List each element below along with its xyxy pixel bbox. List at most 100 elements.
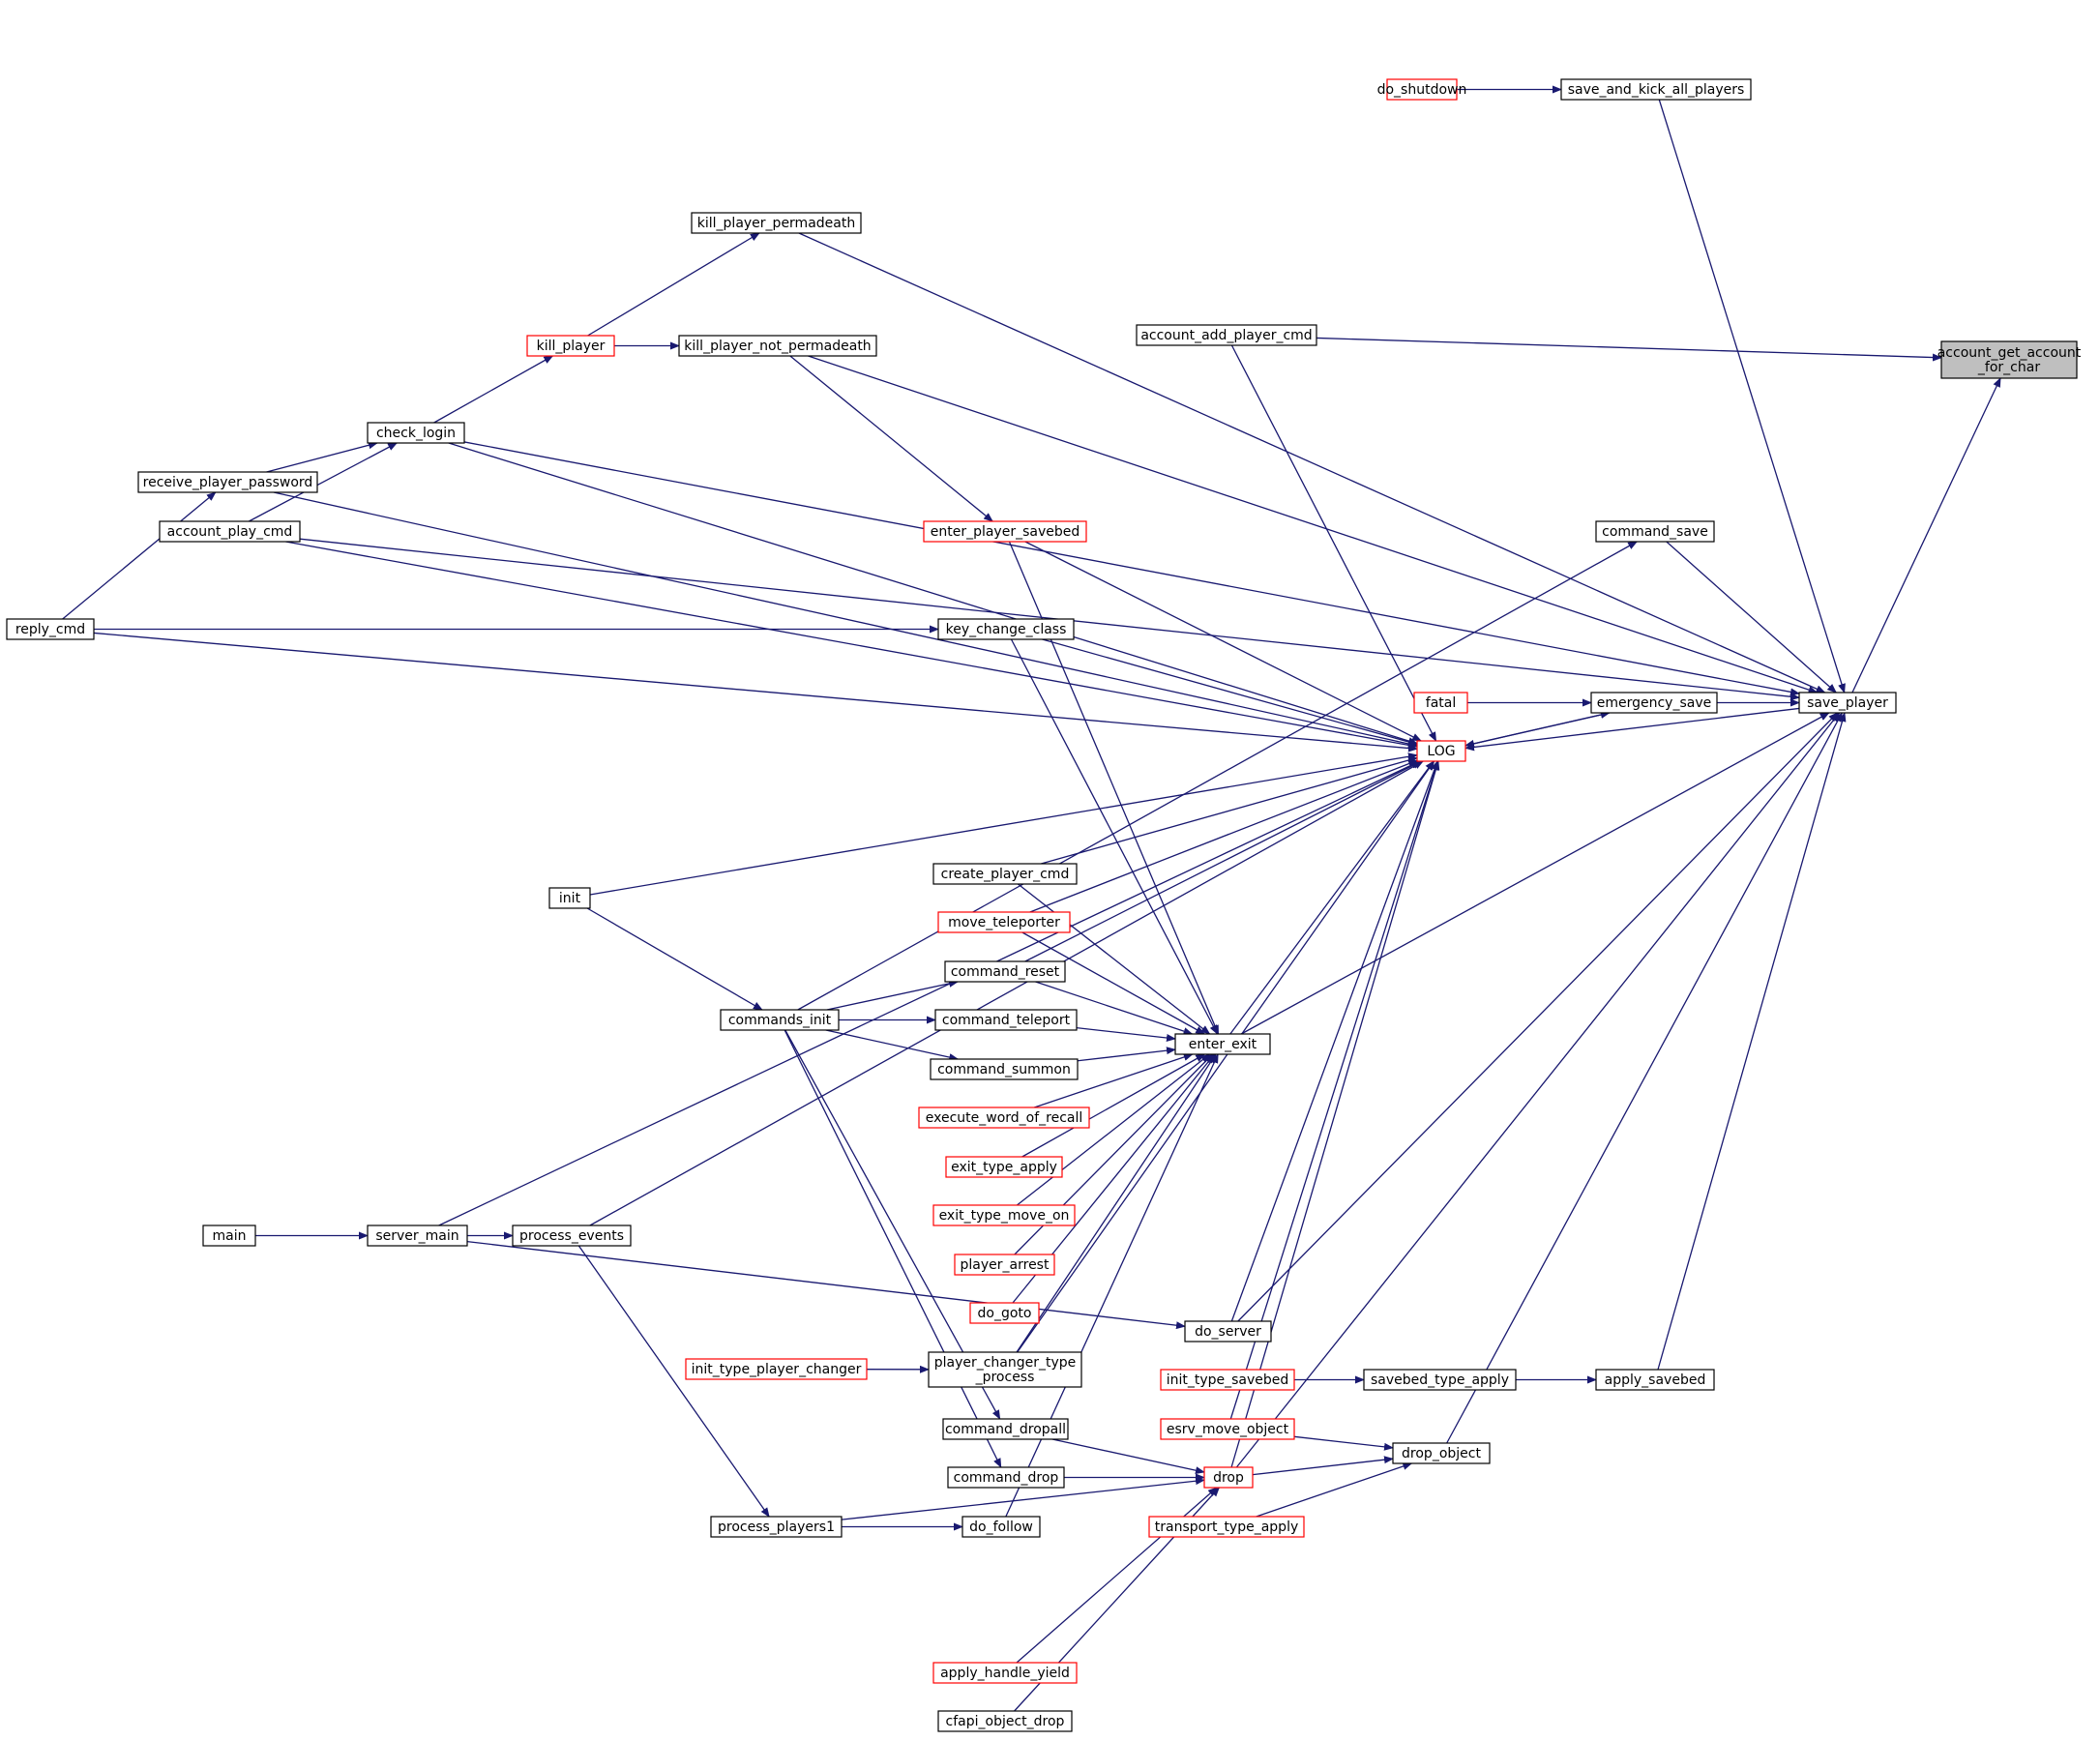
edge-esrv_move_object-to-LOG xyxy=(1229,760,1439,1420)
edge-create_player_cmd-to-enter_exit xyxy=(1018,883,1211,1035)
node-init[interactable]: init xyxy=(548,887,591,909)
edge-enter_exit-to-LOG xyxy=(1229,760,1435,1035)
node-check-login[interactable]: check_login xyxy=(367,422,465,444)
node-kill-player-not-permadeath[interactable]: kill_player_not_permadeath xyxy=(678,335,877,357)
node-label: kill_player_permadeath xyxy=(697,216,855,231)
node-label: receive_player_password xyxy=(143,475,313,490)
node-box xyxy=(1940,340,2078,379)
node-box xyxy=(1160,1418,1295,1440)
node-savebed-type-apply[interactable]: savebed_type_apply xyxy=(1363,1369,1517,1391)
edge-init-to-commands_init xyxy=(586,907,763,1011)
node-account-add-player-cmd[interactable]: account_add_player_cmd xyxy=(1136,324,1317,346)
node-box xyxy=(944,960,1066,983)
node-box xyxy=(685,1358,868,1380)
edge-account_play_cmd-to-check_login xyxy=(249,442,399,522)
node-command-drop[interactable]: command_drop xyxy=(947,1466,1065,1489)
node-LOG[interactable]: LOG xyxy=(1416,740,1466,762)
edge-process_events-to-LOG xyxy=(589,760,1425,1226)
node-command-dropall[interactable]: command_dropall xyxy=(942,1418,1069,1440)
node-box xyxy=(1392,1442,1491,1464)
node-box xyxy=(367,422,465,444)
node-command-teleport[interactable]: command_teleport xyxy=(934,1009,1078,1031)
node-apply-handle-yield[interactable]: apply_handle_yield xyxy=(932,1662,1078,1684)
edge-execute_word_of_recall-to-enter_exit xyxy=(1034,1053,1194,1108)
node-fatal[interactable]: fatal xyxy=(1413,692,1468,714)
edge-enter_player_savebed-to-enter_exit xyxy=(1008,541,1220,1035)
node-enter-player-savebed[interactable]: enter_player_savebed xyxy=(923,520,1087,543)
node-box xyxy=(678,335,877,357)
node-do-follow[interactable]: do_follow xyxy=(961,1516,1041,1538)
node-label: esrv_move_object xyxy=(1167,1422,1289,1437)
edge-commands_init-to-command_reset xyxy=(826,979,960,1011)
node-box xyxy=(932,863,1078,885)
node-cfapi-object-drop[interactable]: cfapi_object_drop xyxy=(937,1710,1073,1732)
node-create-player-cmd[interactable]: create_player_cmd xyxy=(932,863,1078,885)
node-do-shutdown[interactable]: do_shutdown xyxy=(1377,78,1467,101)
node-init-type-savebed[interactable]: init_type_savebed xyxy=(1160,1369,1295,1391)
node-init-type-player-changer[interactable]: init_type_player_changer xyxy=(685,1358,868,1380)
node-key-change-class[interactable]: key_change_class xyxy=(937,618,1075,640)
node-label: account_get_account xyxy=(1937,345,2082,361)
node-drop-object[interactable]: drop_object xyxy=(1392,1442,1491,1464)
node-box xyxy=(6,618,95,640)
node-emergency-save[interactable]: emergency_save xyxy=(1590,692,1718,714)
node-esrv-move-object[interactable]: esrv_move_object xyxy=(1160,1418,1295,1440)
node-do-server[interactable]: do_server xyxy=(1184,1320,1272,1343)
node-drop[interactable]: drop xyxy=(1203,1466,1254,1489)
node-process-players1[interactable]: process_players1 xyxy=(710,1516,843,1538)
node-label: _process xyxy=(975,1370,1035,1385)
node-box xyxy=(548,887,591,909)
node-box xyxy=(1386,78,1458,101)
node-box xyxy=(937,911,1071,933)
node-process-events[interactable]: process_events xyxy=(512,1225,632,1247)
node-execute-word-of-recall[interactable]: execute_word_of_recall xyxy=(918,1107,1090,1129)
node-box xyxy=(1416,740,1466,762)
node-label: save_player xyxy=(1807,695,1888,711)
node-command-reset[interactable]: command_reset xyxy=(944,960,1066,983)
node-reply-cmd[interactable]: reply_cmd xyxy=(6,618,95,640)
edge-account_play_cmd-to-save_player xyxy=(299,538,1800,701)
node-command-summon[interactable]: command_summon xyxy=(930,1058,1079,1080)
node-move-teleporter[interactable]: move_teleporter xyxy=(937,911,1071,933)
node-account-get-account-for-char[interactable]: account_get_account_for_char xyxy=(1937,340,2082,379)
node-kill-player-permadeath[interactable]: kill_player_permadeath xyxy=(691,212,862,234)
edge-init-to-LOG xyxy=(589,752,1418,896)
node-box xyxy=(1798,692,1897,714)
node-box xyxy=(969,1302,1040,1324)
node-exit-type-apply[interactable]: exit_type_apply xyxy=(945,1156,1063,1178)
node-exit-type-move-on[interactable]: exit_type_move_on xyxy=(932,1204,1076,1226)
node-save-and-kick-all-players[interactable]: save_and_kick_all_players xyxy=(1560,78,1752,101)
node-label: command_dropall xyxy=(945,1422,1066,1437)
node-receive-player-password[interactable]: receive_player_password xyxy=(137,471,318,493)
node-commands-init[interactable]: commands_init xyxy=(720,1009,840,1031)
edge-commands_init-to-command_summon xyxy=(825,1029,960,1061)
node-label: execute_word_of_recall xyxy=(926,1110,1083,1126)
node-command-save[interactable]: command_save xyxy=(1595,520,1715,543)
node-label: fatal xyxy=(1426,695,1456,711)
node-label: kill_player xyxy=(537,339,606,354)
node-enter-exit[interactable]: enter_exit xyxy=(1174,1033,1271,1055)
node-player-changer-type-process[interactable]: player_changer_type_process xyxy=(928,1351,1082,1388)
node-server-main[interactable]: server_main xyxy=(367,1225,468,1247)
edge-kill_player-to-kill_player_permadeath xyxy=(587,232,760,337)
node-kill-player[interactable]: kill_player xyxy=(526,335,615,357)
node-save-player[interactable]: save_player xyxy=(1798,692,1897,714)
node-box xyxy=(159,520,301,543)
edge-apply_handle_yield-to-drop xyxy=(1016,1487,1218,1664)
edge-process_players1-to-drop xyxy=(841,1477,1205,1520)
node-do-goto[interactable]: do_goto xyxy=(969,1302,1040,1324)
edge-process_events-to-process_players1 xyxy=(577,1245,770,1518)
node-main[interactable]: main xyxy=(202,1225,256,1247)
node-apply-savebed[interactable]: apply_savebed xyxy=(1595,1369,1715,1391)
node-label: enter_player_savebed xyxy=(931,524,1080,540)
edge-LOG-to-emergency_save xyxy=(1464,711,1611,747)
node-transport-type-apply[interactable]: transport_type_apply xyxy=(1148,1516,1305,1538)
node-box xyxy=(1595,1369,1715,1391)
node-box xyxy=(937,1710,1073,1732)
node-box xyxy=(945,1156,1063,1178)
node-account-play-cmd[interactable]: account_play_cmd xyxy=(159,520,301,543)
node-label: key_change_class xyxy=(946,622,1067,637)
node-label: command_drop xyxy=(954,1470,1059,1486)
node-player-arrest[interactable]: player_arrest xyxy=(954,1254,1055,1276)
